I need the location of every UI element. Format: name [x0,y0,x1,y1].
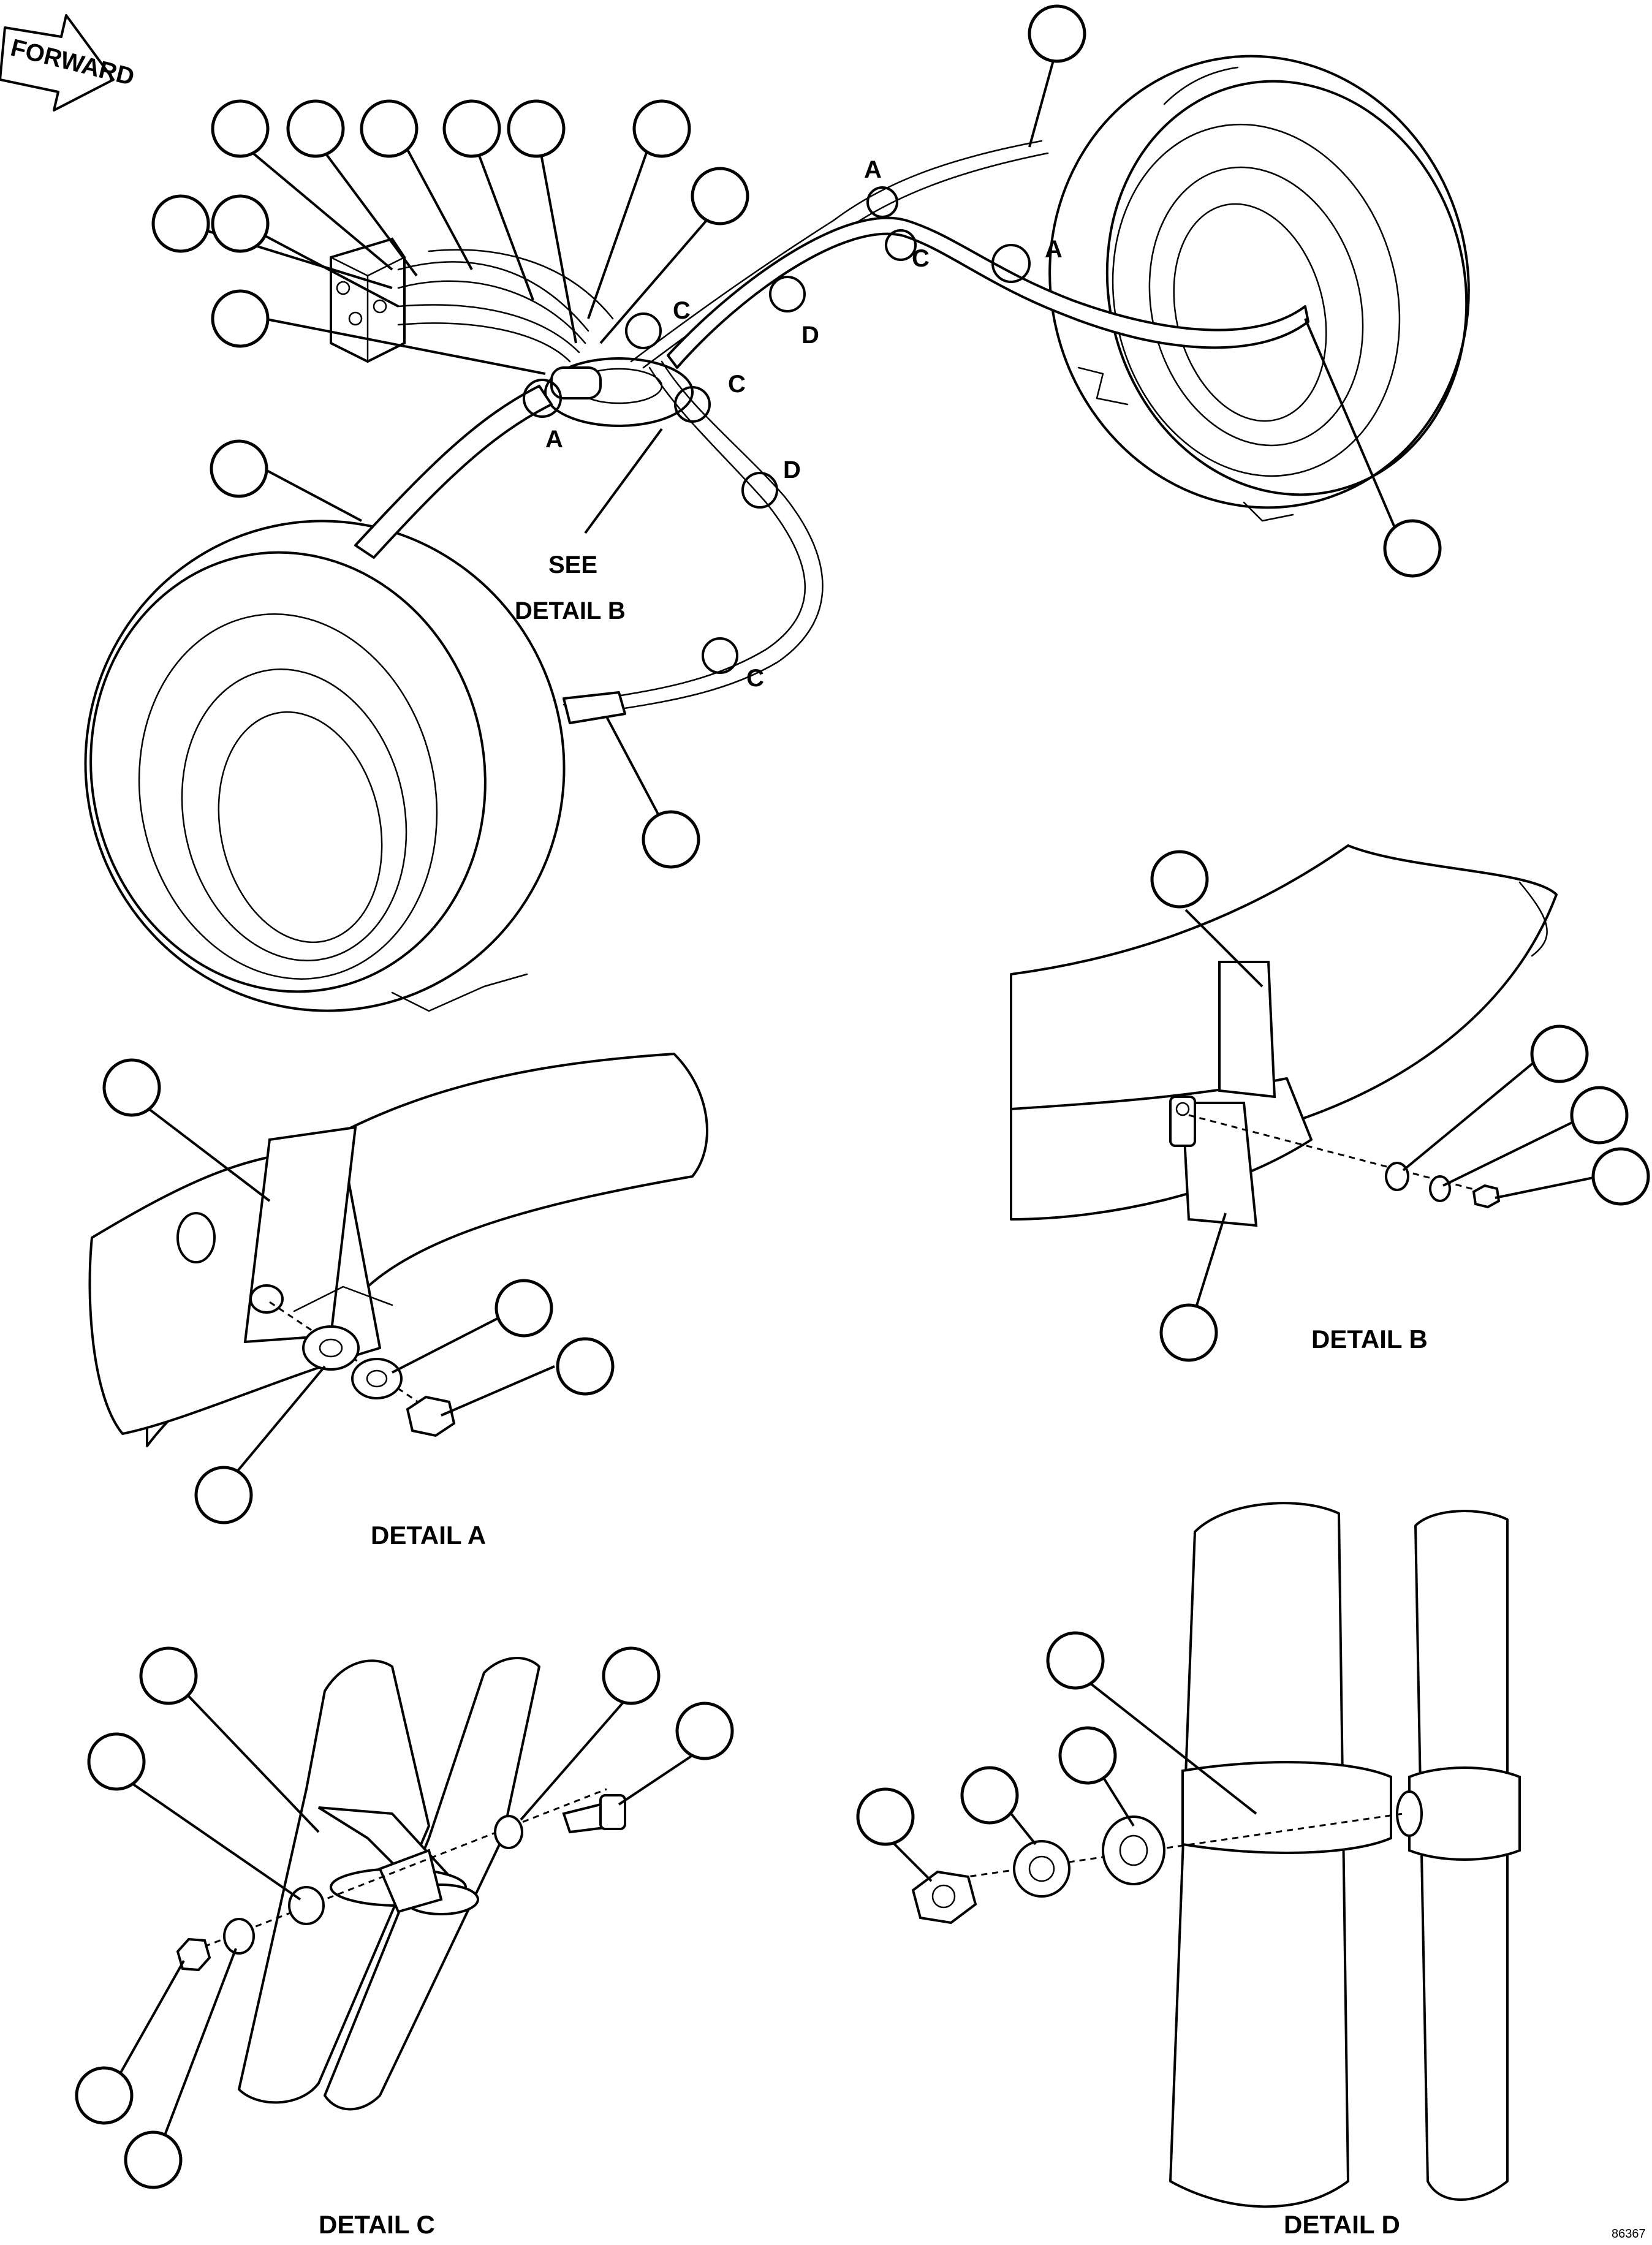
callout-bubble [691,167,749,225]
left-wheel-assembly [84,520,566,1012]
view-letter: C [728,371,746,398]
callout-bubble [360,99,419,158]
callout-bubble [494,1279,553,1338]
central-junction [544,357,694,427]
view-letter: C [746,665,764,692]
callout-bubble [1046,1631,1105,1690]
callout-bubble [210,439,268,498]
detail-d-caption: DETAIL D [1284,2210,1400,2239]
callout-bubble [151,194,210,253]
callout-bubble [1028,4,1086,63]
figure-code: 86367 [1612,2227,1646,2241]
callout-bubble [1591,1147,1650,1206]
manifold-block [330,237,406,363]
callout-bubble [960,1766,1019,1825]
view-letters: A A A C C C C D D [545,156,1063,692]
callout-bubble [507,99,566,158]
hose-bundle-upper [397,249,614,363]
callout-bubble [124,2130,183,2189]
callout-bubble [194,1466,253,1524]
view-letter: A [864,156,882,183]
forward-label: FORWARD [8,34,137,91]
callout-bubble [1570,1086,1629,1145]
detail-d-view: DETAIL D [856,1502,1521,2239]
view-letter: C [673,297,691,324]
callout-bubble [102,1058,161,1117]
callout-bubble [87,1732,146,1791]
callout-bubble [675,1702,734,1760]
detail-b-view: DETAIL B [1010,844,1650,1362]
detail-a-caption: DETAIL A [371,1521,486,1550]
callout-bubble [556,1337,615,1396]
callout-bubble [632,99,691,158]
detail-b-caption: DETAIL B [1311,1325,1428,1353]
callout-bubble [211,99,270,158]
callout-bubble [1530,1024,1589,1083]
callout-bubble [602,1646,661,1705]
hose-to-left-wheel [354,385,553,559]
see-label: SEE [548,551,597,578]
view-letter: D [801,322,819,349]
callout-bubble [1150,850,1209,909]
callout-bubble [1159,1303,1218,1362]
main-assembly-view: A A A C C C C D D SEE DETAIL B [84,4,1470,1012]
callout-bubble [1058,1726,1117,1785]
callout-bubble [286,99,345,158]
clamp-markers [523,186,1031,674]
detail-b-reference: DETAIL B [515,597,626,624]
callout-bubble [139,1646,198,1705]
hoses-to-right-wheel [630,140,1309,369]
callout-bubble [1383,519,1442,578]
callout-bubble [642,810,700,869]
hoses-lower [563,360,824,724]
main-callouts [151,4,1442,869]
view-letter: A [1045,236,1063,263]
view-letter: D [783,456,801,483]
callout-bubble [211,194,270,253]
right-wheel-assembly [1048,55,1470,522]
callout-bubble [211,289,270,348]
detail-c-caption: DETAIL C [319,2210,435,2239]
callout-bubble [75,2066,134,2125]
callout-bubble [856,1787,915,1846]
view-letter: C [912,245,930,272]
detail-a-view: DETAIL A [88,1053,708,1550]
view-letter: A [545,426,563,453]
detail-c-view: DETAIL C [75,1646,734,2239]
callout-bubble [442,99,501,158]
forward-arrow: FORWARD [0,14,137,112]
